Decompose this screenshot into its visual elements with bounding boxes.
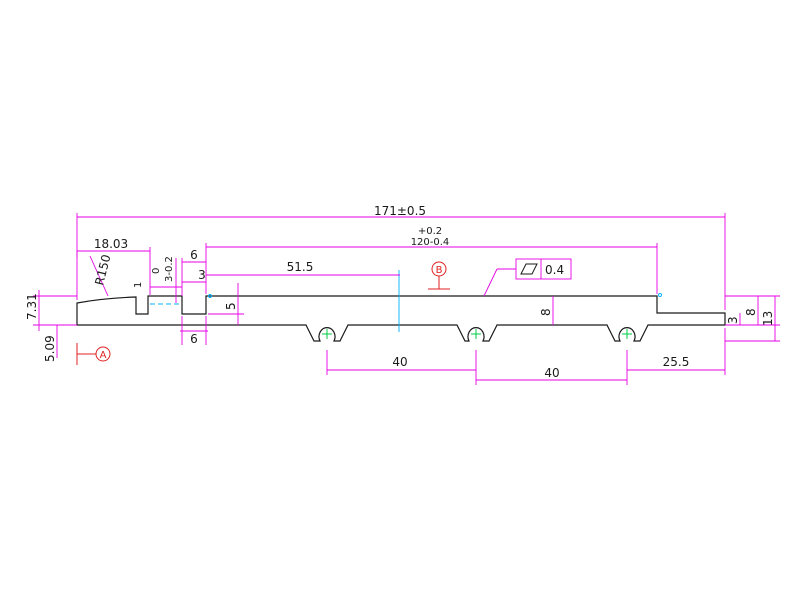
- label-height-outer: 7.31: [25, 293, 39, 320]
- datum-a-circle: [95, 346, 111, 362]
- construction-lines: [150, 270, 662, 332]
- label-right-step: 3: [726, 316, 740, 324]
- dimension-labels: 171±0.5 +0.2 120-0.4 18.03 R150 1 0 3-0.…: [25, 204, 775, 380]
- leader-flatness: [483, 268, 498, 297]
- feature-control-frame: 0.4: [515, 258, 572, 280]
- label-tol-zero: 0: [151, 268, 162, 274]
- label-pitch-1: 40: [392, 355, 407, 369]
- label-mid-height: 8: [539, 308, 553, 316]
- label-total-height: 13: [761, 311, 775, 326]
- label-left-offset: 18.03: [94, 237, 128, 251]
- datum-b: B: [428, 261, 450, 290]
- label-slot-bottom-width: 6: [190, 332, 198, 346]
- label-small-gap: 1: [133, 282, 144, 288]
- fcf-box: [515, 258, 572, 280]
- label-top-length: 51.5: [287, 260, 314, 274]
- label-radius: R150: [92, 253, 113, 287]
- label-height-inner: 5.09: [43, 335, 57, 362]
- label-slot-span-lower: 120-0.4: [411, 237, 450, 248]
- datum-a: A: [76, 343, 111, 365]
- datum-a-label: A: [100, 350, 107, 361]
- label-right-offset: 25.5: [663, 355, 690, 369]
- datum-b-label: B: [436, 265, 443, 276]
- label-overall-length: 171±0.5: [374, 204, 426, 218]
- label-pitch-2: 40: [544, 366, 559, 380]
- flatness-icon: [520, 263, 538, 275]
- label-step-width: 3: [198, 268, 206, 282]
- datum-b-circle: [431, 261, 447, 277]
- profile-outline: [76, 295, 726, 342]
- label-tol-neg: 3-0.2: [164, 256, 175, 282]
- label-slot-top-width: 6: [190, 248, 198, 262]
- leader-radius: [89, 255, 109, 297]
- label-right-height: 8: [744, 308, 758, 316]
- part-profile: [76, 295, 726, 342]
- center-marks: [322, 329, 632, 339]
- label-slot-depth: 5: [224, 302, 238, 310]
- reference-point-right: [658, 293, 662, 297]
- reference-point-left: [208, 294, 212, 298]
- fcf-value: 0.4: [545, 263, 564, 277]
- label-slot-span-upper: +0.2: [418, 226, 442, 237]
- dimension-lines: [33, 213, 780, 385]
